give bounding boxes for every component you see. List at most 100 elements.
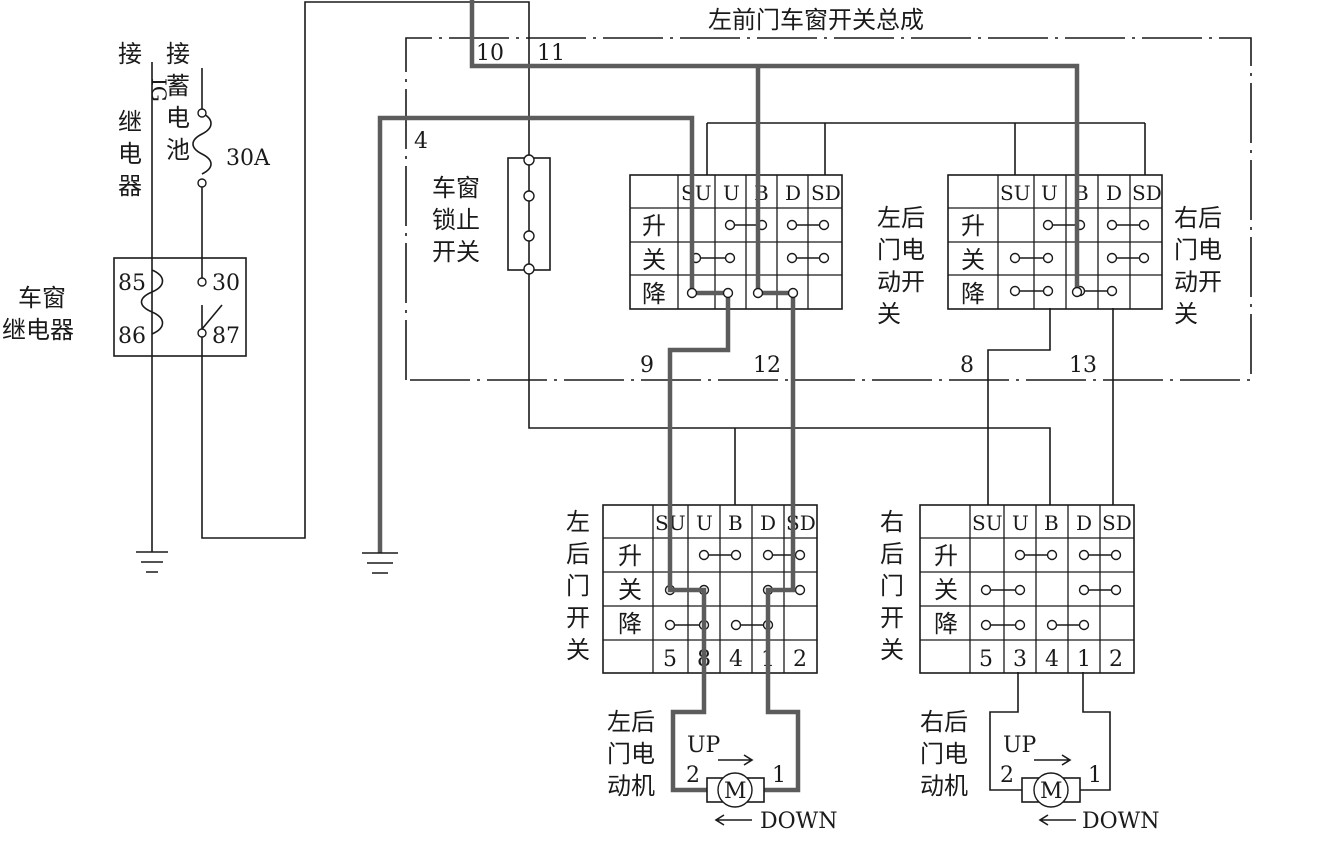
- lr-switch-header-sd: SD: [786, 511, 816, 535]
- rr-master-switch: SU U B D SD 升 关 降: [947, 174, 1163, 310]
- lr-master-header-u: U: [723, 181, 740, 205]
- relay-box: [113, 257, 247, 357]
- rr-master-label-3: 动开: [1174, 268, 1222, 296]
- lr-motor-label-2: 门电: [607, 740, 655, 768]
- lr-master-label-2: 门电: [877, 236, 925, 264]
- battery-label-3: 电: [166, 104, 190, 132]
- rr-switch-row-down: 降: [934, 610, 958, 638]
- lr-master-switch: SU U B D SD 升 关 降: [629, 174, 843, 310]
- lr-switch-pin-5: 5: [663, 647, 677, 672]
- relay-terminal-30: [197, 277, 207, 287]
- lr-motor: 左后 门电 动机 UP 2 1 M DOWN: [607, 708, 838, 834]
- switch-labels: 左后 门电 动开 关 右后 门电 动开 关 左 后 门 开 关 右 后 门 开 …: [566, 204, 1222, 664]
- relay-coil-icon: [140, 269, 164, 335]
- rr-master-row-off: 关: [961, 246, 985, 274]
- rr-switch-header-u: U: [1012, 511, 1029, 535]
- lock-switch-label-3: 开关: [432, 238, 480, 266]
- lr-motor-down-arrow-icon: [714, 814, 752, 826]
- rr-motor-label-1: 右后: [920, 708, 968, 736]
- rr-switch-label-4: 开: [880, 604, 904, 632]
- rr-master-header-d: D: [1106, 181, 1122, 205]
- lr-motor-up: UP: [687, 733, 721, 758]
- rr-switch-label-2: 后: [880, 540, 904, 568]
- rr-switch-header-b: B: [1044, 511, 1059, 535]
- lr-switch-header-u: U: [696, 511, 713, 535]
- rr-switch-row-up: 升: [934, 542, 958, 570]
- relay-terminal-87: [197, 328, 207, 338]
- rr-master-label-2: 门电: [1174, 236, 1222, 264]
- lr-motor-icon: [717, 772, 753, 808]
- rr-master-row-up: 升: [961, 212, 985, 240]
- thin-wiring: [136, 1, 1146, 791]
- rr-master-header-u: U: [1041, 181, 1058, 205]
- lr-motor-terminal-2: 2: [686, 763, 700, 788]
- lr-master-label-3: 动开: [877, 268, 925, 296]
- lr-switch-row-down: 降: [618, 610, 642, 638]
- rr-motor-icon: [1033, 772, 1069, 808]
- lr-master-row-down: 降: [642, 280, 666, 308]
- pin-10: 10: [476, 41, 504, 66]
- rr-master-label-1: 右后: [1174, 204, 1222, 232]
- rr-switch-header-d: D: [1076, 511, 1092, 535]
- pin-13: 13: [1069, 353, 1097, 378]
- highlighted-current-path: [362, 0, 1083, 793]
- lr-switch-label-3: 门: [566, 572, 590, 600]
- relay-contact-icon: [201, 304, 223, 330]
- fuse-terminal-top: [197, 108, 207, 118]
- rr-switch-pin-5: 5: [979, 647, 993, 672]
- lr-switch-row-off: 关: [618, 576, 642, 604]
- battery-label-1: 接: [166, 40, 190, 68]
- lr-master-header-d: D: [785, 181, 801, 205]
- lock-switch-label-1: 车窗: [432, 174, 480, 202]
- relay-pin-30: 30: [212, 271, 240, 296]
- relay-pin-87: 87: [212, 324, 240, 349]
- power-source-group: 接 IG 继 电 器 接 蓄 电 池 30A 85 86 30 87 车窗 继电…: [2, 40, 271, 357]
- relay-pin-86: 86: [118, 324, 146, 349]
- lr-master-header-sd: SD: [811, 181, 841, 205]
- rr-master-row-down: 降: [961, 280, 985, 308]
- lr-master-header-su: SU: [681, 181, 712, 205]
- rr-motor-up: UP: [1003, 733, 1037, 758]
- rr-switch-label-3: 门: [880, 572, 904, 600]
- rr-motor-symbol: M: [1040, 779, 1063, 804]
- lr-switch-label-5: 关: [566, 636, 590, 664]
- lock-switch-label-2: 锁止: [432, 206, 480, 234]
- relay-label-2: 继电器: [2, 316, 74, 344]
- lr-motor-up-arrow-icon: [718, 754, 754, 766]
- ig-label-2: IG: [147, 78, 171, 102]
- rr-switch-pin-1: 1: [1077, 647, 1091, 672]
- rr-motor-label-3: 动机: [920, 772, 968, 800]
- rr-master-label-4: 关: [1174, 300, 1198, 328]
- lr-motor-symbol: M: [724, 779, 747, 804]
- rr-motor: 右后 门电 动机 UP 2 1 M DOWN: [920, 708, 1160, 834]
- rr-door-switch: SU U B D SD 升 关 降 5 3 4 1 2: [919, 504, 1135, 674]
- window-lock-switch: 车窗 锁止 开关: [432, 154, 551, 275]
- rr-motor-down: DOWN: [1082, 809, 1160, 834]
- ig-label-5: 器: [118, 172, 142, 200]
- lr-master-row-off: 关: [642, 246, 666, 274]
- pin-8: 8: [960, 353, 974, 378]
- rr-master-header-su: SU: [1000, 181, 1031, 205]
- lr-switch-label-2: 后: [566, 540, 590, 568]
- lr-switch-header-b: B: [728, 511, 743, 535]
- ig-label-4: 电: [118, 140, 142, 168]
- rr-switch-pin-2: 2: [1109, 647, 1123, 672]
- master-switch-assembly: 左前门车窗开关总成 10 11 4 9 12 8 13: [405, 6, 1252, 381]
- battery-label-2: 蓄: [166, 72, 190, 100]
- rr-master-header-sd: SD: [1132, 181, 1162, 205]
- battery-label-4: 池: [166, 136, 190, 164]
- lr-master-label-4: 关: [877, 300, 901, 328]
- lr-motor-down: DOWN: [760, 809, 838, 834]
- rr-switch-label-5: 关: [880, 636, 904, 664]
- relay-pin-85: 85: [118, 271, 146, 296]
- rr-switch-header-su: SU: [972, 511, 1003, 535]
- rr-motor-label-2: 门电: [920, 740, 968, 768]
- fuse-rating: 30A: [226, 146, 271, 171]
- rr-switch-pin-3: 3: [1013, 647, 1027, 672]
- pin-4: 4: [414, 129, 428, 154]
- lr-switch-pin-2: 2: [793, 647, 807, 672]
- rr-switch-label-1: 右: [880, 508, 904, 536]
- relay-label-1: 车窗: [18, 284, 66, 312]
- rr-switch-row-off: 关: [934, 576, 958, 604]
